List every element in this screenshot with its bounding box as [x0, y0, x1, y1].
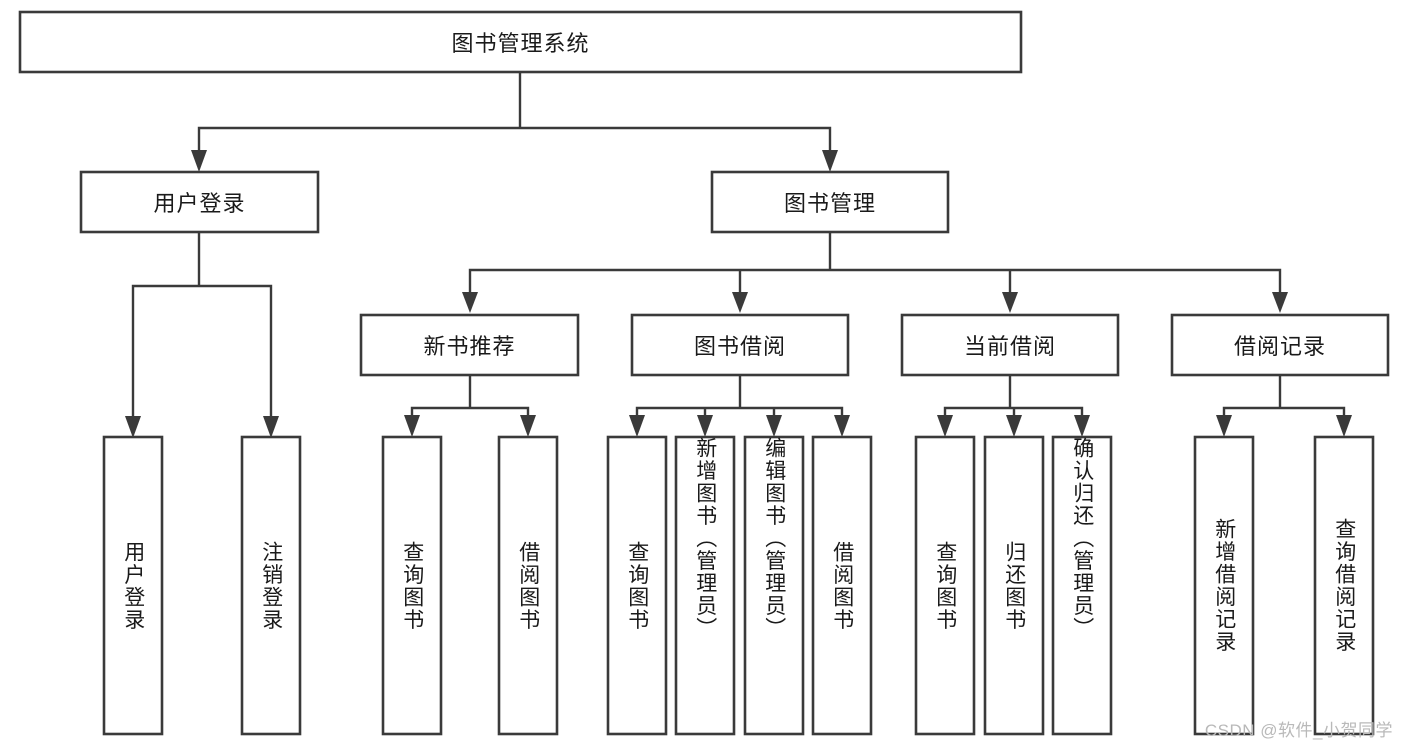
leaf-box-current-query[interactable]	[914, 435, 976, 736]
node-user-login[interactable]	[79, 170, 320, 234]
leaf-box-records-query[interactable]	[1313, 435, 1375, 736]
node-book-borrow[interactable]	[630, 313, 850, 377]
leaf-box-borrow-edit[interactable]	[743, 435, 805, 736]
connectors-borrow-to-leaves	[629, 373, 850, 437]
connectors-recommend-to-leaves	[404, 373, 536, 437]
leaf-box-recommend-query[interactable]	[381, 435, 443, 736]
connectors-records-to-leaves	[1216, 373, 1352, 437]
leaf-box-user-login-login[interactable]	[102, 435, 164, 736]
leaf-box-current-confirm[interactable]	[1051, 435, 1113, 736]
node-root[interactable]	[18, 10, 1023, 74]
connectors-root-to-level2	[191, 70, 838, 172]
leaf-box-borrow-query[interactable]	[606, 435, 668, 736]
leaf-box-borrow-lend[interactable]	[811, 435, 873, 736]
csdn-watermark: CSDN @软件_小贺同学	[1204, 721, 1393, 740]
leaf-box-records-add[interactable]	[1193, 435, 1255, 736]
connectors-current-to-leaves	[937, 373, 1090, 437]
node-current-borrow[interactable]	[900, 313, 1120, 377]
connectors-level2-to-level3	[125, 230, 1288, 438]
node-borrow-records[interactable]	[1170, 313, 1390, 377]
leaf-box-recommend-borrow[interactable]	[497, 435, 559, 736]
leaf-box-current-return[interactable]	[983, 435, 1045, 736]
leaf-box-user-login-logout[interactable]	[240, 435, 302, 736]
node-book-management[interactable]	[710, 170, 950, 234]
leaf-box-borrow-add[interactable]	[674, 435, 736, 736]
node-new-book-recommend[interactable]	[359, 313, 580, 377]
